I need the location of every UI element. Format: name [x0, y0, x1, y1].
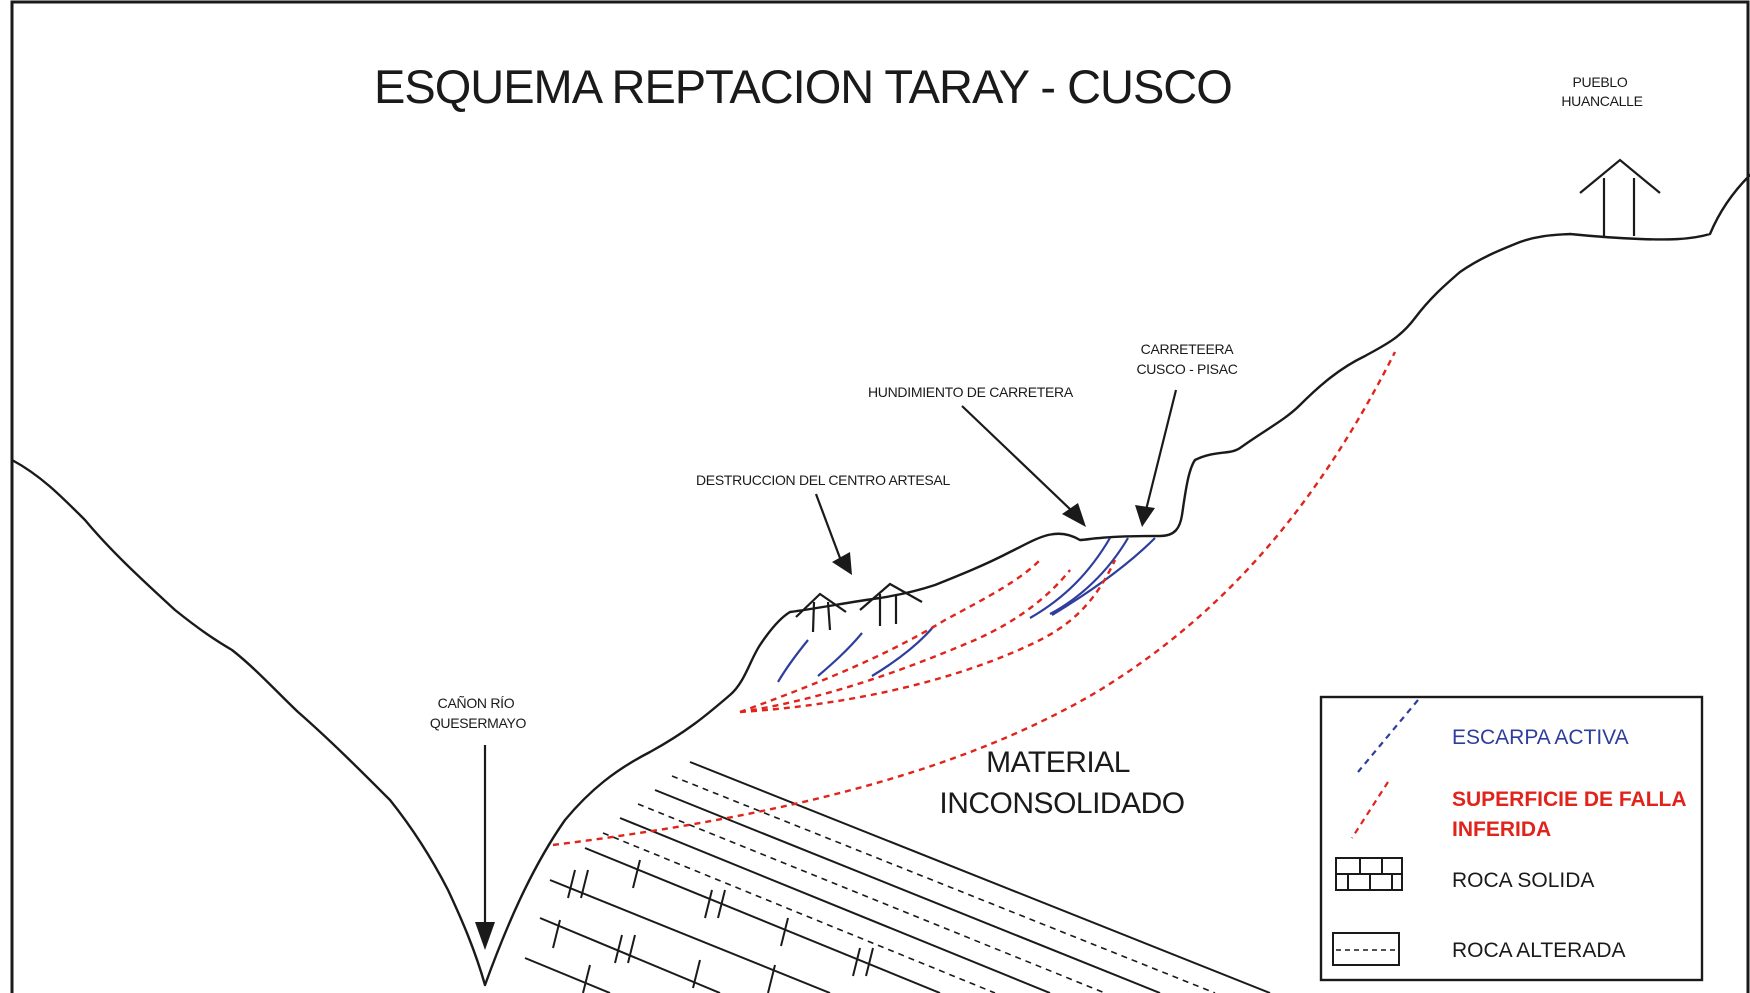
diagram-frame [10, 0, 1750, 993]
carretera-label-line2: CUSCO - PISAC [1136, 361, 1237, 377]
legend-solid-rock-label: ROCA SOLIDA [1452, 869, 1594, 892]
rock-joints [552, 859, 874, 993]
active-scarp [777, 639, 809, 683]
destruccion-arrow [814, 493, 852, 575]
terrain-profile [10, 173, 1750, 987]
rock-joint [580, 869, 589, 899]
legend-escarpa-label: ESCARPA ACTIVA [1452, 726, 1629, 749]
failure-surface [739, 559, 1117, 714]
failure-surfaces [552, 351, 1397, 847]
failure-surface [739, 569, 1071, 714]
altered-rock-line [602, 832, 996, 993]
rock-joint [865, 947, 874, 977]
rock-layer-line [654, 789, 1161, 993]
pueblo-label: PUEBLO HUANCALLE [1561, 74, 1643, 109]
destruccion-label: DESTRUCCION DEL CENTRO ARTESAL [696, 472, 950, 488]
pueblo-label-line1: PUEBLO [1573, 74, 1628, 90]
rock-layers [524, 761, 1271, 993]
artisan-house-icon [859, 582, 923, 626]
hundimiento-arrow [961, 405, 1086, 527]
altered-rock-line [637, 803, 1106, 993]
rock-layer-line [549, 879, 831, 993]
canon-label-line1: CAÑON RÍO [438, 695, 515, 711]
material-label: MATERIAL INCONSOLIDADO [939, 746, 1185, 820]
legend-superficie-label-line2: INFERIDA [1452, 818, 1551, 841]
rock-joint [582, 964, 591, 993]
rock-joint [567, 869, 576, 899]
active-scarp [871, 625, 935, 677]
legend-scarp-symbol [1357, 699, 1419, 773]
rock-joint [852, 947, 861, 977]
canon-arrow [475, 745, 495, 950]
legend-altered-rock-symbol [1332, 932, 1400, 966]
pueblo-house-icon [1579, 158, 1661, 236]
pueblo-label-line2: HUANCALLE [1561, 93, 1642, 109]
rock-layer-line [524, 957, 611, 993]
active-scarp [817, 632, 863, 677]
failure-surface [552, 351, 1397, 847]
active-scarp [1029, 537, 1111, 619]
legend-altered-rock-label: ROCA ALTERADA [1452, 939, 1626, 962]
material-label-line2: INCONSOLIDADO [939, 787, 1184, 820]
failure-surface [739, 559, 1041, 714]
rock-joint [704, 889, 713, 919]
active-scarp [1051, 537, 1156, 616]
carretera-label-line1: CARRETEERA [1141, 341, 1235, 357]
legend: ESCARPA ACTIVA SUPERFICIE DE FALLA INFER… [1319, 695, 1704, 982]
rock-joint [692, 959, 701, 989]
rock-joint [632, 859, 641, 889]
rock-joint [627, 934, 636, 964]
rock-joint [767, 964, 776, 993]
rock-joint [717, 889, 726, 919]
rock-layer-line [689, 761, 1271, 993]
rock-layer-line [619, 817, 1051, 993]
carretera-arrow [1135, 389, 1178, 527]
material-label-line1: MATERIAL [986, 746, 1130, 779]
rock-joint [614, 934, 623, 964]
legend-fault-symbol [1351, 781, 1389, 839]
legend-superficie-label-line1: SUPERFICIE DE FALLA [1452, 788, 1687, 811]
active-scarps [777, 537, 1156, 683]
diagram-title: ESQUEMA REPTACION TARAY - CUSCO [374, 60, 1232, 113]
rock-joint [552, 919, 561, 949]
legend-solid-rock-symbol [1335, 857, 1403, 891]
canon-label: CAÑON RÍO QUESERMAYO [430, 695, 527, 731]
altered-rock-line [671, 775, 1216, 993]
active-scarp [1049, 537, 1129, 615]
canon-label-line2: QUESERMAYO [430, 715, 527, 731]
artisan-house-icon [795, 592, 847, 633]
rock-layer-line [584, 847, 941, 993]
rock-joint [780, 917, 789, 947]
carretera-label: CARRETEERA CUSCO - PISAC [1136, 341, 1238, 377]
hundimiento-label: HUNDIMIENTO DE CARRETERA [868, 384, 1074, 400]
